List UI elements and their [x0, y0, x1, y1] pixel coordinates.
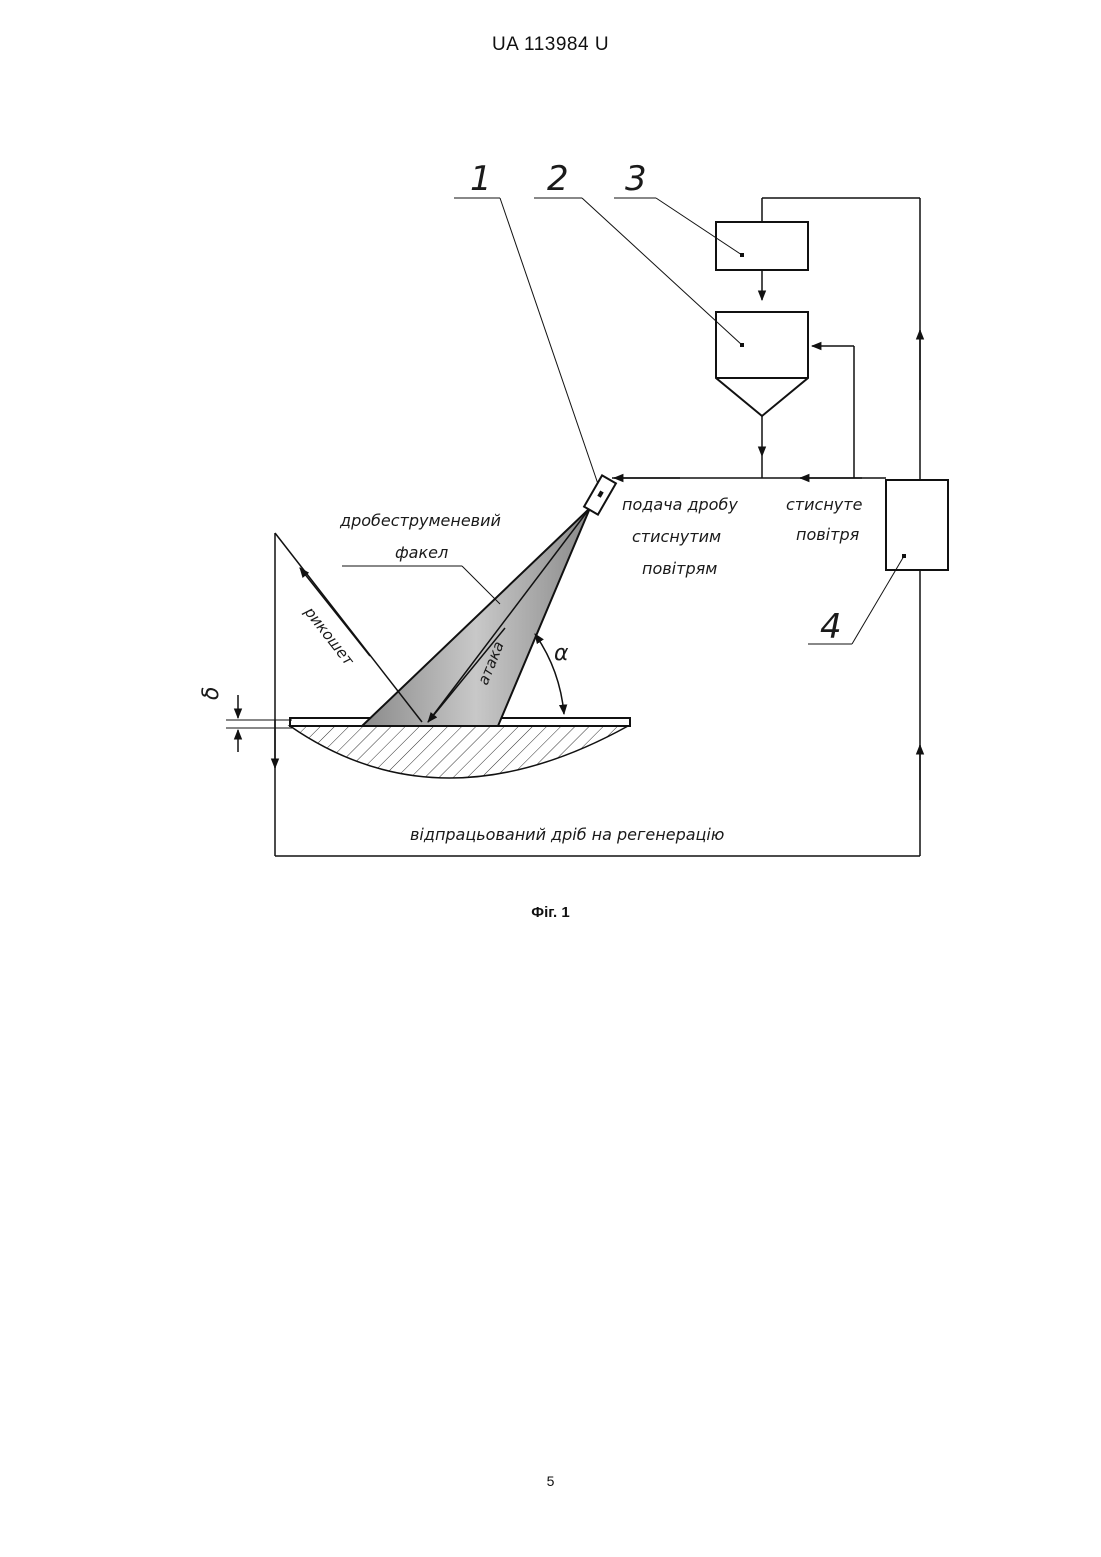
label-alpha: α: [554, 641, 569, 666]
nozzle: [584, 475, 616, 514]
label-air-line2: повітря: [796, 525, 860, 544]
label-ricochet: рикошет: [300, 603, 358, 670]
label-spent-shot: відпрацьований дріб на регенерацію: [410, 825, 724, 844]
label-air-line1: стиснуте: [786, 495, 863, 514]
ref-number-1: 1: [470, 159, 492, 199]
label-torch-line1: дробеструменевий: [339, 511, 501, 530]
ref-number-4: 4: [820, 607, 842, 647]
ricochet-path: [275, 533, 422, 856]
figure-caption: Фіг. 1: [0, 904, 1101, 921]
label-delta: δ: [199, 687, 224, 700]
label-torch-line2: факел: [395, 543, 448, 562]
shot-blast-cone: [362, 508, 590, 726]
label-feed-line2: стиснутим: [632, 527, 721, 546]
label-feed-line1: подача дробу: [622, 495, 738, 514]
ref-number-2: 2: [547, 159, 569, 199]
leader-lines: [342, 198, 904, 644]
block-3-separator: [716, 222, 808, 300]
ref-number-3: 3: [625, 159, 647, 199]
label-feed-line3: повітрям: [642, 559, 717, 578]
block-4-compressor: [886, 480, 948, 570]
page-number: 5: [0, 1473, 1101, 1489]
block-2-hopper: [716, 312, 854, 478]
